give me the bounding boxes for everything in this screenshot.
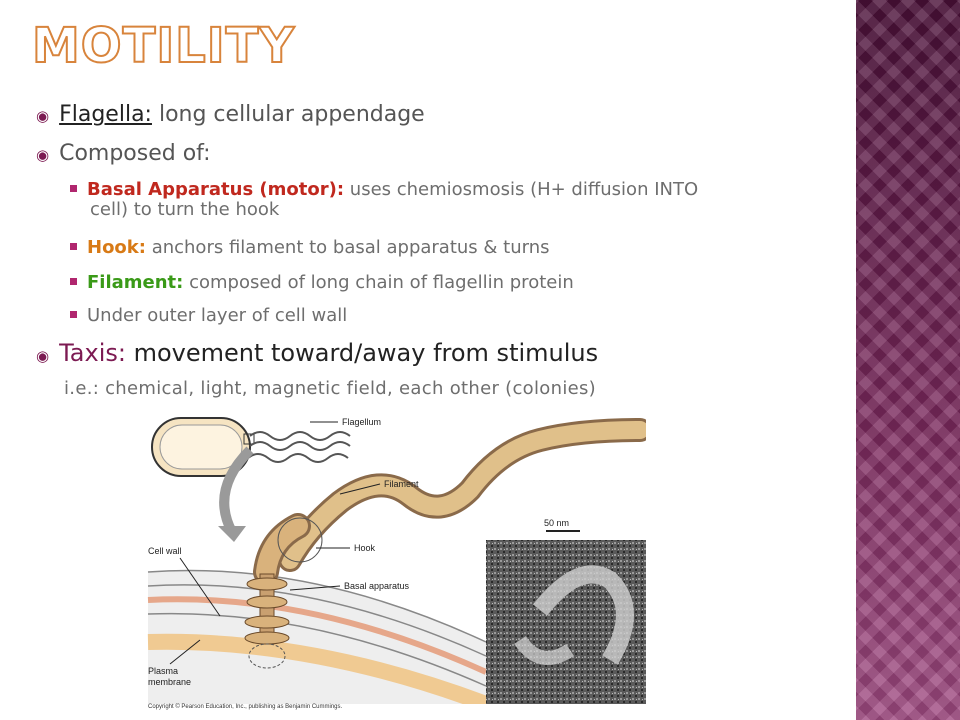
arrow-head (218, 526, 246, 542)
decorative-side-panel (856, 0, 960, 720)
square-bullet-icon (70, 184, 77, 192)
electron-micrograph (486, 530, 646, 704)
label-cell-wall: Cell wall (148, 546, 182, 556)
term-basal-apparatus: Basal Apparatus (motor): (87, 179, 345, 200)
text-hook: anchors filament to basal apparatus & tu… (145, 237, 550, 258)
flagella-wavy-lines (247, 431, 351, 463)
label-basal-apparatus: Basal apparatus (344, 581, 410, 591)
term-hook: Hook: (87, 237, 146, 258)
term-filament: Filament: (87, 272, 184, 293)
bullet-icon: ◉ (36, 107, 50, 125)
bullet-composed-of: ◉ Composed of: (36, 140, 211, 169)
text-basal-apparatus-cont: cell) to turn the hook (90, 199, 280, 220)
label-scale-bar: 50 nm (544, 518, 569, 528)
text-composed-of: Composed of: (59, 141, 211, 166)
label-flagellum: Flagellum (342, 417, 381, 427)
flagellum-figure: Flagellum Filament 50 nm Hook Cell wall … (147, 417, 646, 704)
taxis-examples: i.e.: chemical, light, magnetic field, e… (64, 378, 596, 399)
sub-bullet-hook: Hook: anchors filament to basal apparatu… (70, 238, 550, 258)
label-hook: Hook (354, 543, 376, 553)
bullet-icon: ◉ (36, 347, 50, 365)
text-flagella: long cellular appendage (151, 102, 425, 127)
sub-bullet-basal-apparatus: Basal Apparatus (motor): uses chemiosmos… (70, 180, 698, 220)
term-taxis: Taxis: (59, 339, 126, 367)
copyright-notice: Copyright © Pearson Education, Inc., pub… (148, 704, 343, 710)
label-filament: Filament (384, 479, 419, 489)
label-plasma: Plasma (148, 666, 178, 676)
text-outer-layer: Under outer layer of cell wall (87, 305, 348, 326)
bullet-flagella: ◉ Flagella: long cellular appendage (36, 101, 425, 130)
bacterium-cell-illustration (151, 417, 255, 477)
text-taxis: movement toward/away from stimulus (125, 339, 599, 367)
square-bullet-icon (70, 310, 77, 318)
text-basal-apparatus: uses chemiosmosis (H+ diffusion INTO (344, 179, 699, 200)
text-filament: composed of long chain of flagellin prot… (183, 272, 574, 293)
curved-arrow (219, 446, 254, 535)
square-bullet-icon (70, 277, 77, 285)
square-bullet-icon (70, 242, 77, 250)
cell-wall-layers (147, 569, 489, 704)
slide-title: Motility (31, 17, 296, 75)
sub-bullet-outer-layer: Under outer layer of cell wall (70, 306, 347, 326)
label-membrane: membrane (148, 677, 191, 687)
bullet-taxis: ◉ Taxis: movement toward/away from stimul… (36, 339, 598, 370)
sub-bullet-filament: Filament: composed of long chain of flag… (70, 273, 574, 293)
hook-basal-apparatus-illustration (244, 513, 323, 669)
term-flagella: Flagella: (59, 102, 152, 127)
bullet-icon: ◉ (36, 146, 50, 164)
